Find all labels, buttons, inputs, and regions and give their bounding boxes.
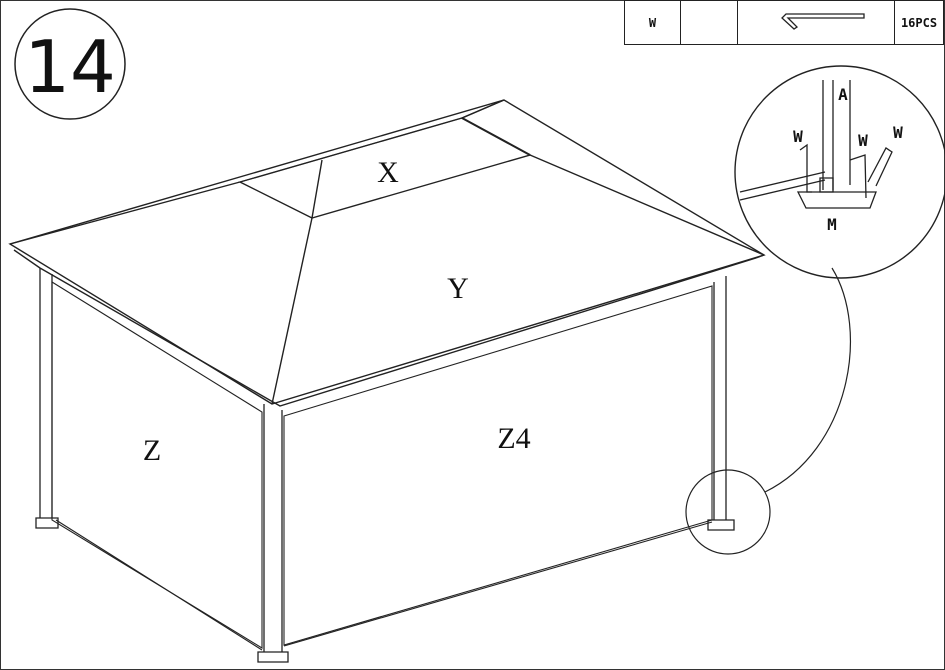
hook-stake-icon [781, 13, 865, 30]
roof [8, 99, 766, 407]
callout-connector [764, 267, 852, 493]
part-quantity: 16PCS [894, 0, 944, 45]
label-roof-top: X [377, 156, 399, 189]
callout-circle-small [685, 469, 771, 555]
label-roof-main: Y [447, 272, 469, 305]
parts-table: W 16PCS [624, 0, 944, 45]
label-side-curtain-front: Z4 [497, 422, 530, 455]
part-blank-cell [680, 0, 738, 45]
detail-label-stake-2: W [858, 131, 868, 150]
part-image-cell [737, 0, 895, 45]
posts [35, 268, 735, 663]
detail-label-stake-1: W [793, 127, 803, 146]
side-curtains [51, 281, 713, 651]
part-code: W [624, 0, 681, 45]
detail-label-stake-3: W [893, 123, 903, 142]
detail-view [739, 80, 893, 209]
label-side-curtain-left: Z [143, 434, 161, 467]
parts-row: W 16PCS [624, 0, 944, 45]
step-number: 14 [24, 25, 116, 109]
detail-label-post: A [838, 85, 848, 104]
detail-circle [734, 65, 945, 279]
step-badge [14, 8, 126, 120]
detail-label-base-plate: M [827, 215, 837, 234]
